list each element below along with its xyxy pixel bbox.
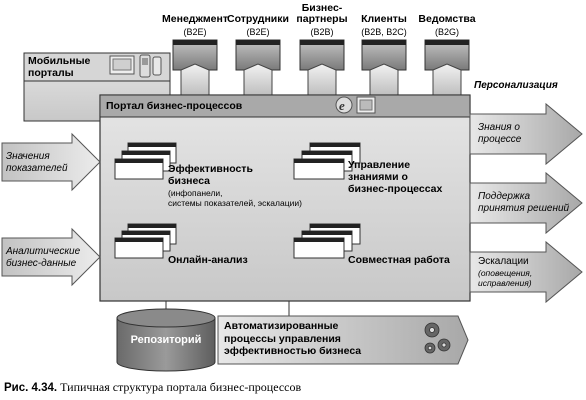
collaboration-windows-icon (293, 223, 361, 259)
personalization-label: Персонализация (474, 80, 558, 91)
mobile-devices-icon (109, 54, 162, 78)
decision-support-label: Поддержка принятия решений (478, 191, 570, 214)
collaboration-title: Совместная работа (348, 254, 450, 266)
audience-label-employees: Сотрудники (227, 13, 289, 25)
efficiency-windows-icon (114, 142, 177, 180)
audience-bar-1 (172, 39, 218, 97)
audience-code-agencies: (B2G) (434, 27, 459, 37)
kpi-values-arrow (1, 132, 101, 192)
svg-text:e: e (339, 98, 345, 113)
audience-label-partners: Бизнес- партнеры (296, 2, 348, 25)
knowledge-windows-icon (293, 142, 361, 180)
audience-bars (172, 39, 470, 97)
efficiency-note: (инфопанели, системы показателей, эскала… (168, 188, 302, 208)
audience-label-management: Менеджмент (162, 13, 228, 25)
portal-title: Портал бизнес-процессов (106, 100, 243, 112)
audience-bar-4 (361, 39, 407, 97)
audience-code-employees: (B2E) (246, 27, 270, 37)
repository-cylinder (116, 308, 216, 372)
audience-code-management: (B2E) (183, 27, 207, 37)
decision-support-arrow (469, 171, 583, 235)
analytic-data-arrow (1, 227, 101, 287)
browser-icon: e (335, 96, 353, 114)
audience-label-agencies: Ведомства (418, 13, 476, 25)
automated-processes-label: Автоматизированные процессы управления э… (224, 320, 362, 357)
audience-bar-3 (299, 39, 345, 97)
process-knowledge-arrow (469, 102, 583, 166)
repository-label: Репозиторий (130, 334, 202, 346)
analytic-data-label: Аналитические бизнес-данные (6, 246, 81, 269)
window-icon (356, 96, 376, 114)
escalations-note: (оповещения, исправления) (478, 268, 533, 288)
process-knowledge-label: Знания о процессе (478, 122, 522, 145)
gears-icon (424, 322, 451, 354)
audience-bar-5 (424, 39, 470, 97)
automated-processes-arrow (217, 315, 469, 365)
escalations-arrow (469, 240, 583, 304)
escalations-label: Эскалации (478, 256, 529, 267)
olap-title: Онлайн-анализ (168, 254, 248, 266)
efficiency-title: Эффективность бизнеса (168, 163, 253, 187)
audience-bar-2 (235, 39, 281, 97)
figure-caption: Рис. 4.34. Типичная структура портала би… (4, 380, 301, 395)
audience-code-partners: (B2B) (310, 27, 334, 37)
audience-code-clients: (B2B, B2C) (361, 27, 407, 37)
caption-label: Рис. 4.34. (4, 382, 58, 394)
portal-header-band (99, 94, 471, 118)
audience-label-clients: Клиенты (361, 13, 407, 25)
olap-windows-icon (114, 223, 177, 259)
kpi-values-label: Значения показателей (6, 151, 68, 174)
knowledge-title: Управление знаниями о бизнес-процессах (348, 159, 443, 195)
caption-text: Типичная структура портала бизнес-процес… (60, 380, 302, 394)
mobile-portals-label: Мобильные порталы (28, 55, 91, 79)
